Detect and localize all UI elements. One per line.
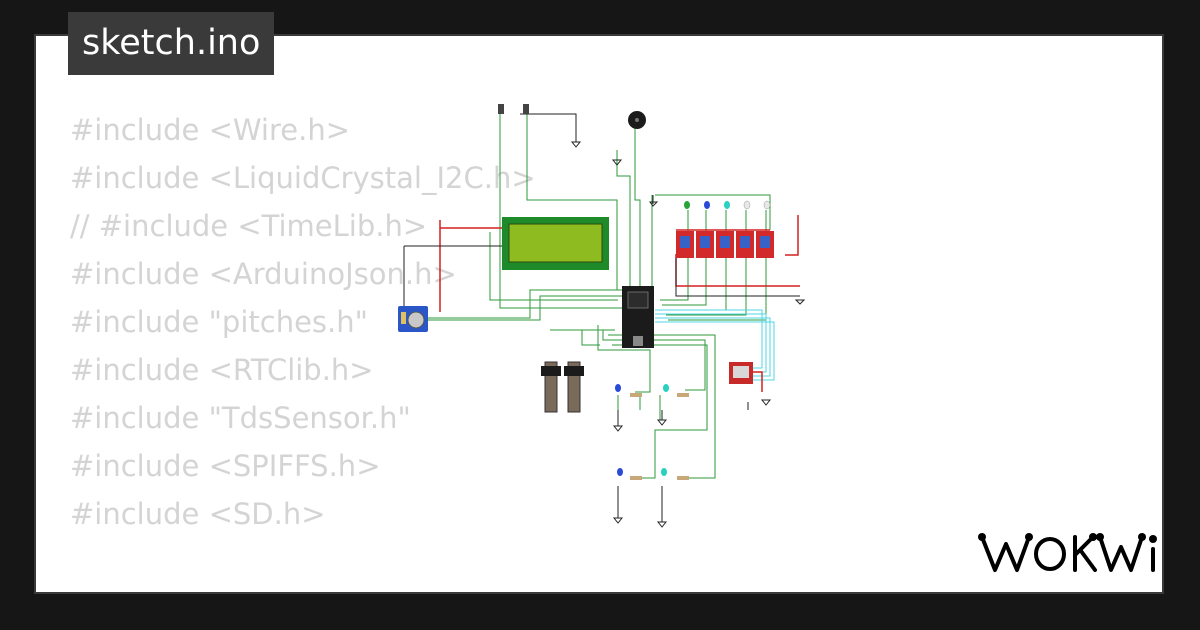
lcd-display (502, 217, 609, 270)
microsd-module (729, 362, 753, 384)
code-line: #include <RTClib.h> (70, 353, 374, 387)
code-line: // #include <TimeLib.h> (70, 209, 428, 243)
code-line: #include "pitches.h" (70, 305, 368, 339)
buzzer (628, 111, 646, 129)
code-line: #include <Wire.h> (70, 113, 351, 147)
relay-modules (676, 231, 774, 258)
code-line: #include <LiquidCrystal_I2C.h> (70, 161, 536, 195)
slide-switch (498, 104, 529, 114)
black-wires (403, 113, 800, 522)
code-line: #include <SD.h> (70, 497, 326, 531)
preview-card: #include <Wire.h> #include <LiquidCrystal… (34, 34, 1164, 594)
indicator-leds-bottom (615, 384, 689, 480)
rtc-module (398, 306, 428, 332)
code-preview: #include <Wire.h> #include <LiquidCrystal… (70, 106, 536, 592)
esp32-board (622, 286, 654, 348)
wokwi-logo (978, 533, 1157, 572)
ground-symbols (570, 141, 806, 528)
code-line: #include <ArduinoJson.h> (70, 257, 457, 291)
code-line: #include <SPIFFS.h> (70, 449, 381, 483)
indicator-leds-top (684, 200, 771, 210)
slide-potentiometers (541, 361, 584, 413)
file-name-tag: sketch.ino (68, 12, 275, 75)
code-line: #include "TdsSensor.h" (70, 401, 411, 435)
